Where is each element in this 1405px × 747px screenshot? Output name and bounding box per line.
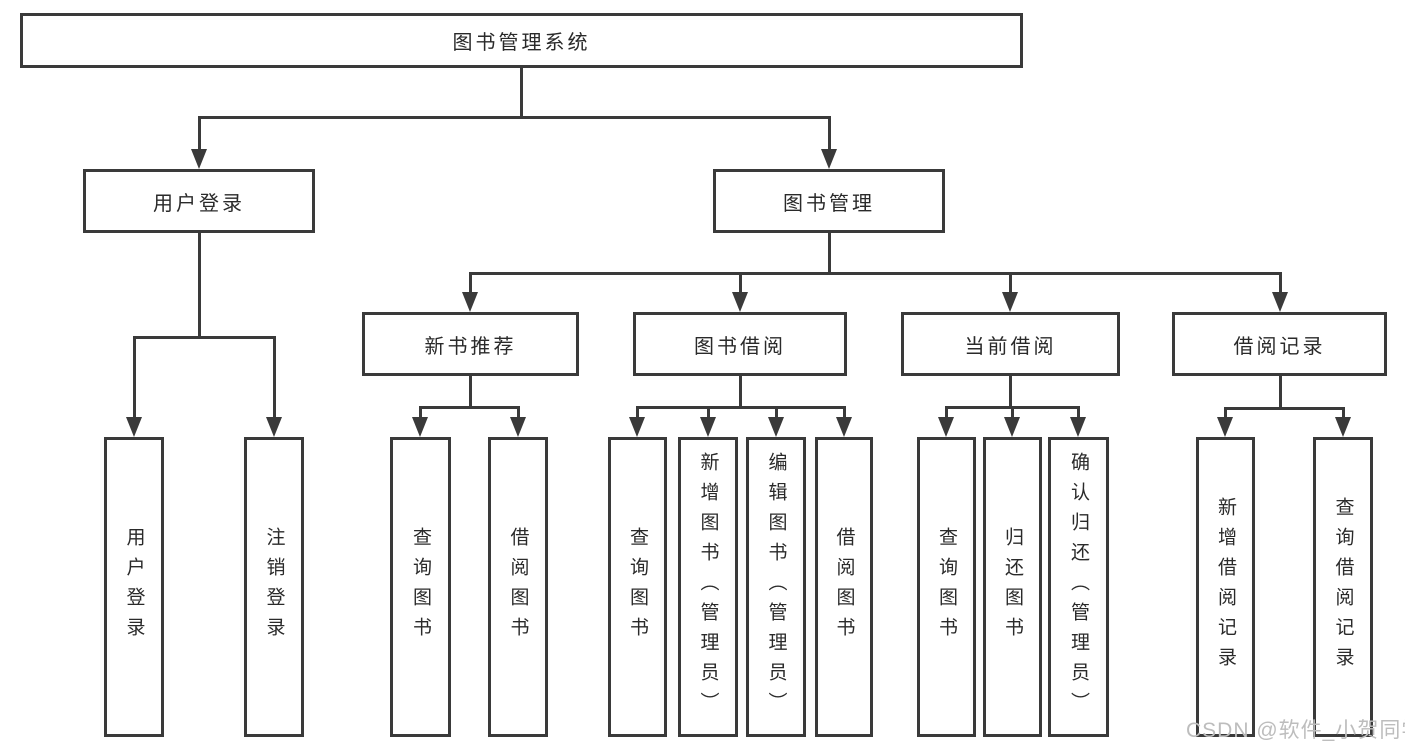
connector-line [706, 406, 710, 421]
connector-line [419, 406, 520, 409]
leaf-current-return-label: 归还图书 [1002, 527, 1023, 647]
node-book-mgmt-branch-label: 图书管理 [783, 192, 875, 215]
arrowhead-icon [266, 417, 282, 437]
leaf-borrow-add: 新增图书（管理员） [678, 437, 738, 737]
leaf-records-query-label: 查询借阅记录 [1332, 497, 1354, 677]
connector-line [197, 116, 201, 152]
connector-line [272, 336, 276, 421]
leaf-current-confirm: 确认归还（管理员） [1048, 437, 1109, 737]
connector-line [197, 233, 201, 339]
arrowhead-icon [1004, 417, 1020, 437]
connector-line [636, 406, 846, 409]
connector-line [1224, 407, 1227, 421]
connector-line [468, 272, 472, 296]
arrowhead-icon [768, 417, 784, 437]
node-user-login-branch: 用户登录 [83, 169, 315, 233]
arrowhead-icon [938, 417, 954, 437]
node-new-books: 新书推荐 [362, 312, 579, 376]
connector-line [1278, 376, 1282, 410]
node-book-mgmt-branch: 图书管理 [713, 169, 945, 233]
arrowhead-icon [732, 292, 748, 312]
leaf-current-confirm-label: 确认归还（管理员） [1068, 452, 1089, 722]
leaf-logout: 注销登录 [244, 437, 304, 737]
connector-line [842, 406, 846, 421]
leaf-current-query-label: 查询图书 [936, 527, 957, 647]
leaf-newbooks-query-label: 查询图书 [410, 527, 431, 647]
leaf-borrow-borrow-label: 借阅图书 [833, 527, 855, 647]
arrowhead-icon [1002, 292, 1018, 312]
leaf-logout-label: 注销登录 [263, 527, 285, 647]
leaf-borrow-query-label: 查询图书 [627, 527, 648, 647]
arrowhead-icon [629, 417, 645, 437]
leaf-borrow-add-label: 新增图书（管理员） [697, 452, 719, 722]
connector-line [197, 116, 831, 119]
leaf-newbooks-borrow: 借阅图书 [488, 437, 548, 737]
connector-line [468, 272, 1282, 275]
connector-line [419, 406, 422, 421]
leaf-borrow-borrow: 借阅图书 [815, 437, 873, 737]
leaf-user-login: 用户登录 [104, 437, 164, 737]
arrowhead-icon [126, 417, 142, 437]
connector-line [1008, 272, 1012, 296]
arrowhead-icon [836, 417, 852, 437]
leaf-current-return: 归还图书 [983, 437, 1042, 737]
connector-line [468, 376, 472, 409]
connector-line [132, 336, 276, 339]
leaf-records-query: 查询借阅记录 [1313, 437, 1373, 737]
leaf-borrow-edit: 编辑图书（管理员） [746, 437, 806, 737]
leaf-records-add-label: 新增借阅记录 [1215, 497, 1236, 677]
connector-line [516, 406, 520, 421]
node-current-borrow: 当前借阅 [901, 312, 1120, 376]
connector-line [519, 68, 523, 118]
node-new-books-label: 新书推荐 [424, 335, 517, 358]
arrowhead-icon [1217, 417, 1233, 437]
leaf-current-query: 查询图书 [917, 437, 976, 737]
connector-line [1011, 406, 1014, 421]
arrowhead-icon [1070, 417, 1086, 437]
watermark: CSDN @软件_小贺同学 [1186, 719, 1405, 742]
connector-line [132, 336, 136, 421]
connector-line [1008, 376, 1012, 409]
node-book-borrow-label: 图书借阅 [694, 335, 786, 358]
connector-line [827, 233, 831, 275]
node-borrow-records-label: 借阅记录 [1233, 335, 1326, 358]
node-book-borrow: 图书借阅 [633, 312, 847, 376]
connector-line [774, 406, 778, 421]
leaf-borrow-edit-label: 编辑图书（管理员） [765, 452, 787, 722]
leaf-newbooks-borrow-label: 借阅图书 [507, 527, 529, 647]
arrowhead-icon [510, 417, 526, 437]
arrowhead-icon [1272, 292, 1288, 312]
node-root-label: 图书管理系统 [452, 32, 591, 54]
connector-line [1077, 406, 1080, 421]
connector-line [1278, 272, 1282, 296]
connector-line [1224, 407, 1345, 410]
connector-line [636, 406, 639, 421]
connector-line [1341, 407, 1345, 421]
connector-line [738, 272, 742, 296]
leaf-user-login-label: 用户登录 [123, 527, 145, 647]
arrowhead-icon [191, 149, 207, 169]
node-borrow-records: 借阅记录 [1172, 312, 1387, 376]
leaf-borrow-query: 查询图书 [608, 437, 667, 737]
node-current-borrow-label: 当前借阅 [964, 335, 1057, 358]
connector-line [945, 406, 948, 421]
arrowhead-icon [700, 417, 716, 437]
arrowhead-icon [821, 149, 837, 169]
node-root: 图书管理系统 [20, 13, 1023, 68]
arrowhead-icon [462, 292, 478, 312]
connector-line [738, 376, 742, 409]
arrowhead-icon [1335, 417, 1351, 437]
leaf-newbooks-query: 查询图书 [390, 437, 451, 737]
node-user-login-branch-label: 用户登录 [153, 192, 245, 215]
connector-line [827, 116, 831, 152]
arrowhead-icon [412, 417, 428, 437]
leaf-records-add: 新增借阅记录 [1196, 437, 1255, 737]
